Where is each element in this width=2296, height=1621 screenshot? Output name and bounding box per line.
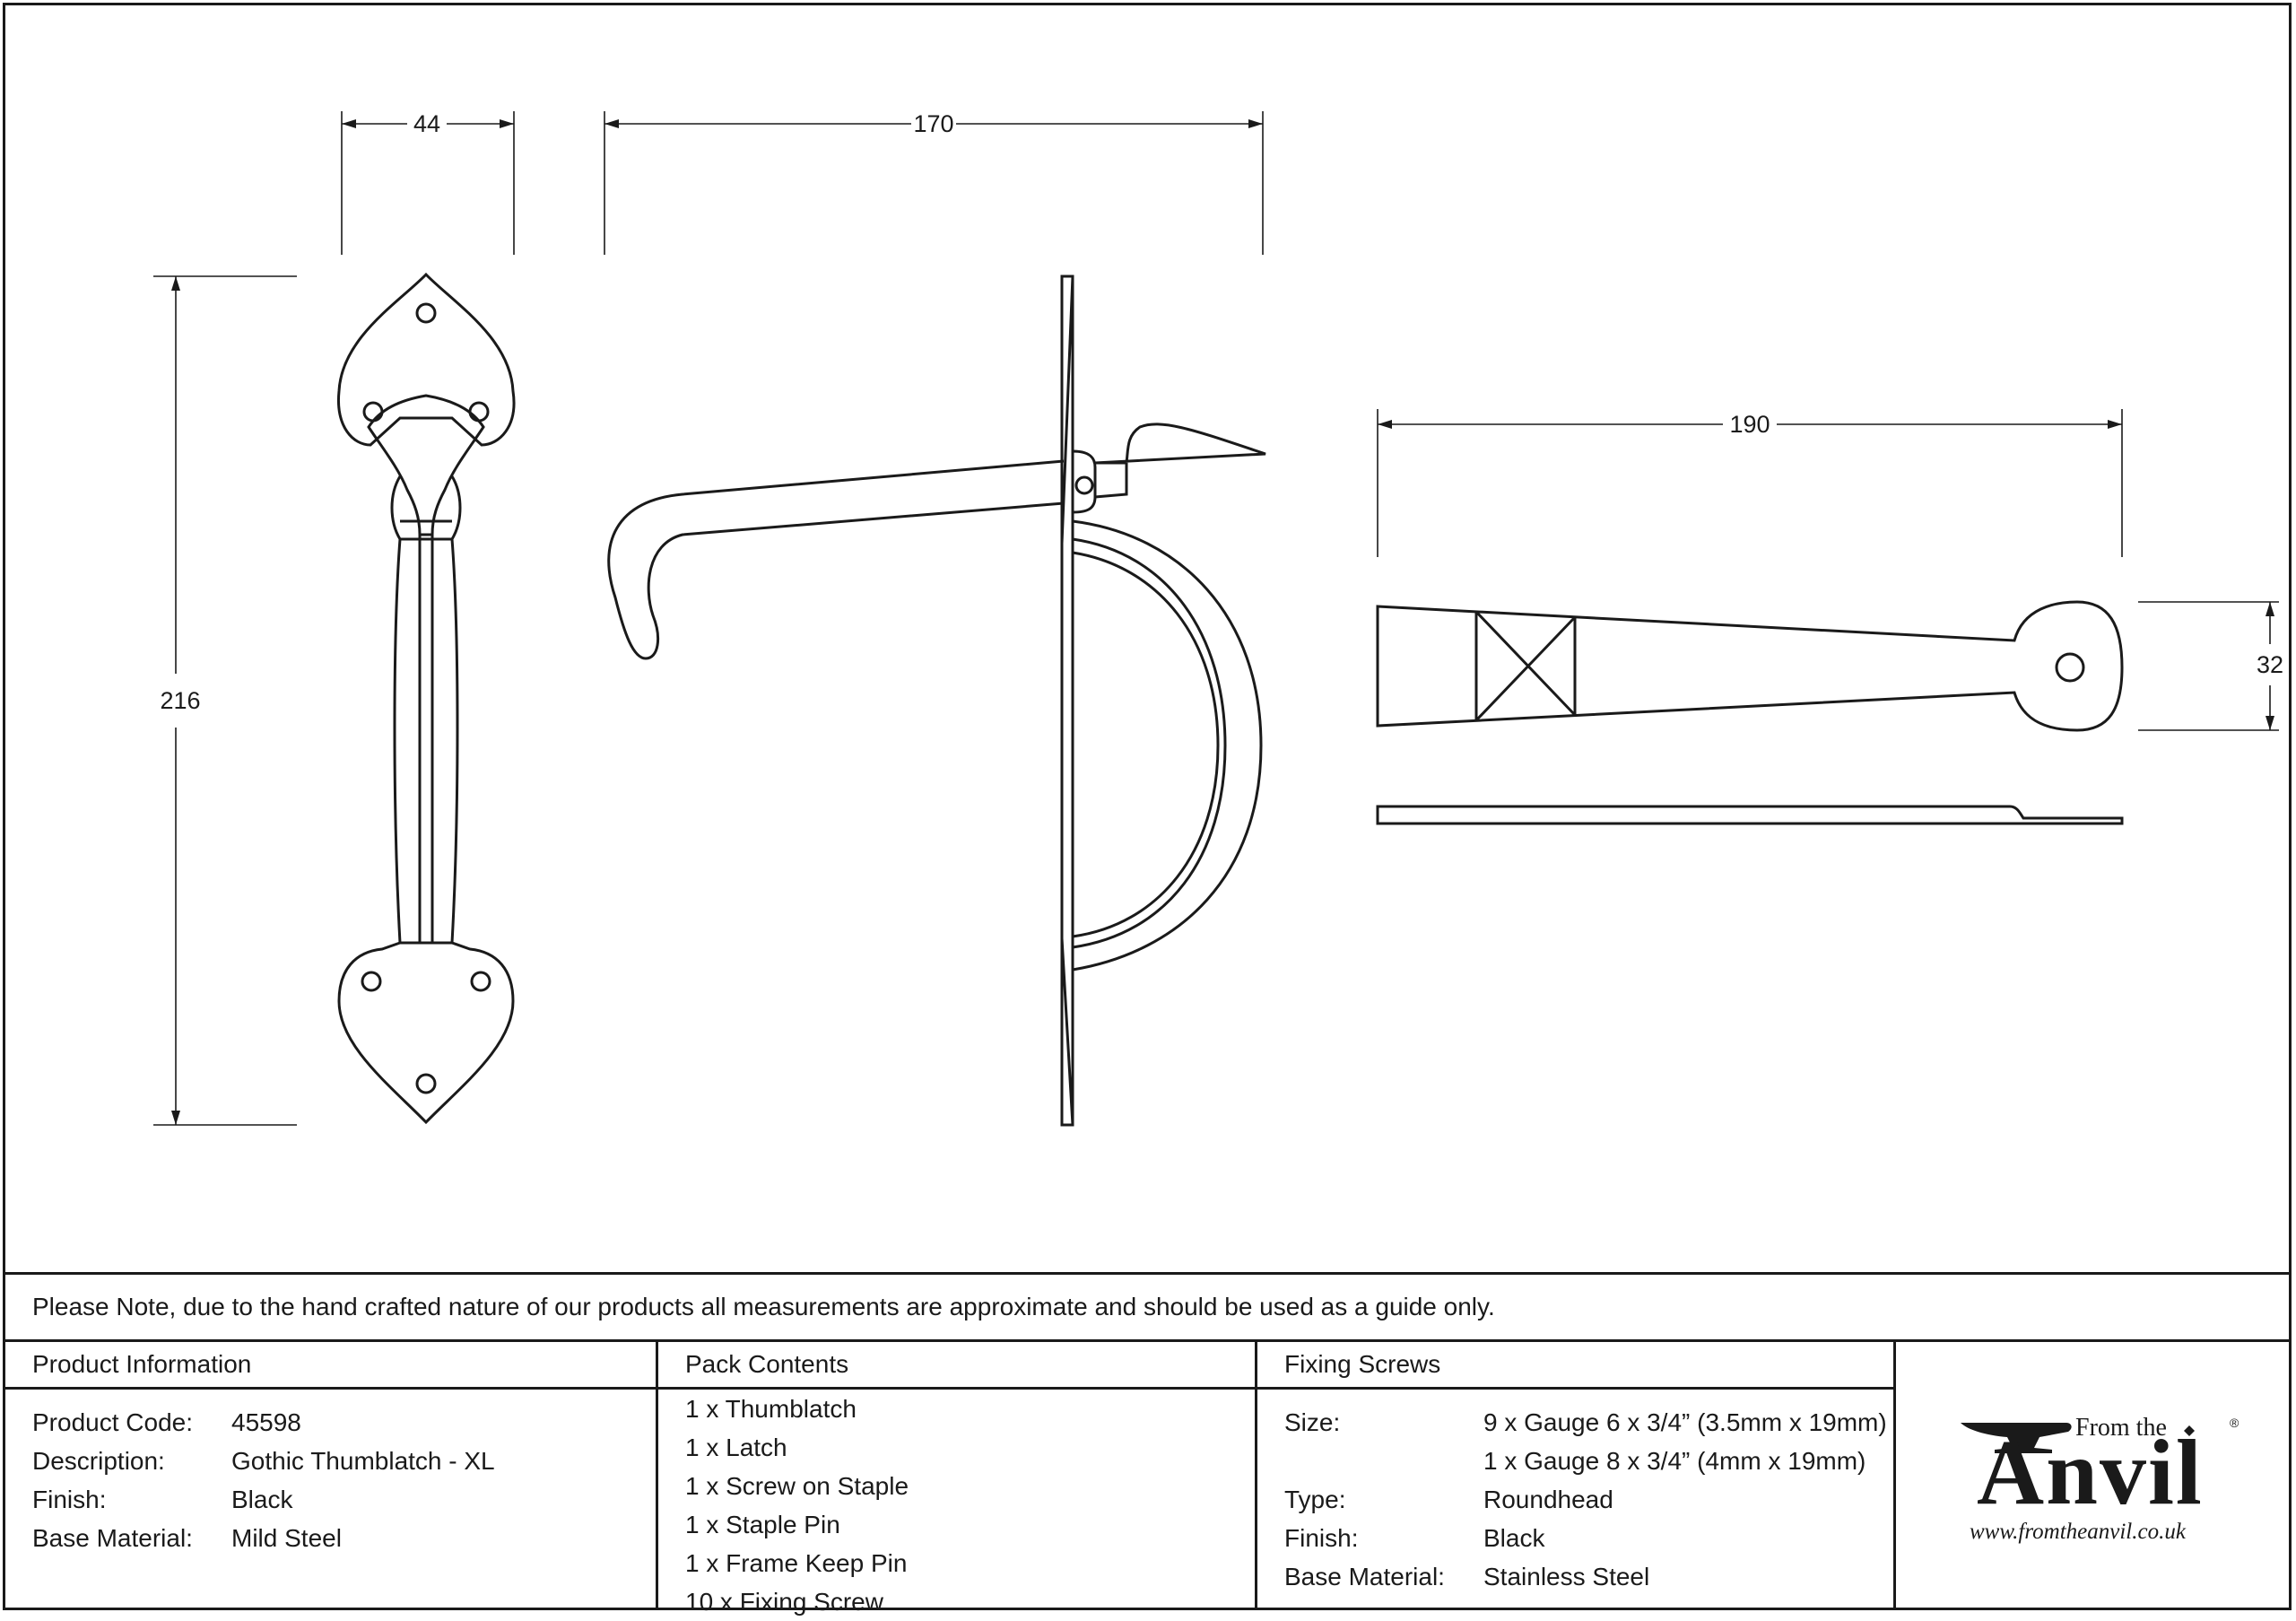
technical-drawing-sheet: 44 170 216 190 32 Please Note, due to th…	[3, 3, 2292, 1616]
info-row: Finish: Black	[1284, 1519, 1893, 1557]
info-label: Type:	[1284, 1485, 1346, 1513]
technical-drawing: 44 170 216 190 32	[153, 110, 2283, 1127]
info-label: Product Code:	[32, 1407, 193, 1436]
dimension-arrows	[171, 119, 2274, 1125]
list-item: 1 x Thumblatch	[685, 1394, 857, 1423]
list-item: 1 x Screw on Staple	[685, 1471, 909, 1500]
logo-from-the: From the	[2075, 1414, 2167, 1442]
diamond-icon	[2184, 1425, 2195, 1436]
info-row: Finish: Black	[32, 1480, 656, 1519]
registered-mark: ®	[2230, 1416, 2239, 1430]
info-value: Mild Steel	[231, 1523, 342, 1552]
drawing-area: 44 170 216 190 32	[5, 5, 2289, 1272]
pack-contents-panel: Pack Contents 1 x Thumblatch 1 x Latch 1…	[658, 1342, 1257, 1616]
panel-heading: Pack Contents	[658, 1342, 1255, 1390]
dimension-lines	[153, 111, 2279, 1126]
dim-label-handle-width: 44	[413, 110, 440, 137]
measurement-note: Please Note, due to the hand crafted nat…	[5, 1272, 2289, 1342]
list-item: 1 x Frame Keep Pin	[685, 1548, 908, 1577]
fixing-screws-panel: Fixing Screws Size: 9 x Gauge 6 x 3/4” (3…	[1257, 1342, 1896, 1608]
info-row: Size: 9 x Gauge 6 x 3/4” (3.5mm x 19mm)	[1284, 1403, 1893, 1442]
dim-label-bar-height: 32	[2257, 651, 2283, 678]
dim-label-handle-height: 216	[160, 687, 200, 714]
info-value: 45598	[231, 1407, 301, 1436]
info-row: 1 x Gauge 8 x 3/4” (4mm x 19mm)	[1284, 1442, 1893, 1480]
info-row: Base Material: Mild Steel	[32, 1519, 656, 1557]
logo-brand-name: Anvil	[1977, 1421, 2204, 1524]
info-value: 9 x Gauge 6 x 3/4” (3.5mm x 19mm)	[1483, 1407, 1887, 1436]
info-value: Black	[1483, 1523, 1545, 1552]
info-value: Stainless Steel	[1483, 1562, 1650, 1590]
info-row: Type: Roundhead	[1284, 1480, 1893, 1519]
note-text: Please Note, due to the hand crafted nat…	[32, 1293, 1495, 1320]
anvil-icon	[1961, 1423, 2072, 1453]
product-information-panel: Product Information Product Code: 45598 D…	[5, 1342, 658, 1608]
info-label: Base Material:	[1284, 1562, 1445, 1590]
info-value: Roundhead	[1483, 1485, 1613, 1513]
dim-label-latch-projection: 170	[913, 110, 953, 137]
handle-front-view	[336, 272, 516, 1125]
from-the-anvil-logo: From the ® Anvil www.fromtheanvil.co.uk	[1959, 1414, 2239, 1548]
info-row: Base Material: Stainless Steel	[1284, 1557, 1893, 1596]
list-item: 1 x Latch	[685, 1433, 787, 1461]
info-label: Finish:	[32, 1485, 107, 1513]
info-row: Product Code: 45598	[32, 1403, 656, 1442]
info-label: Finish:	[1284, 1523, 1359, 1552]
info-value: 1 x Gauge 8 x 3/4” (4mm x 19mm)	[1483, 1446, 1866, 1475]
panel-heading: Product Information	[5, 1342, 656, 1390]
dim-label-bar-length: 190	[1729, 411, 1770, 438]
list-item: 10 x Fixing Screw	[685, 1587, 883, 1616]
latch-side-view	[607, 275, 1266, 1127]
logo-url: www.fromtheanvil.co.uk	[1970, 1520, 2186, 1544]
info-value: Gothic Thumblatch - XL	[231, 1446, 495, 1475]
info-value: Black	[231, 1485, 293, 1513]
info-row: Description: Gothic Thumblatch - XL	[32, 1442, 656, 1480]
latch-bar-side-view	[1376, 805, 2124, 825]
latch-bar-top-view	[1376, 600, 2124, 732]
info-label: Description:	[32, 1446, 165, 1475]
list-item: 1 x Staple Pin	[685, 1510, 840, 1538]
brand-logo-panel: From the ® Anvil www.fromtheanvil.co.uk	[1896, 1342, 2289, 1608]
info-label: Base Material:	[32, 1523, 193, 1552]
panel-heading: Fixing Screws	[1257, 1342, 1893, 1390]
info-label: Size:	[1284, 1407, 1341, 1436]
